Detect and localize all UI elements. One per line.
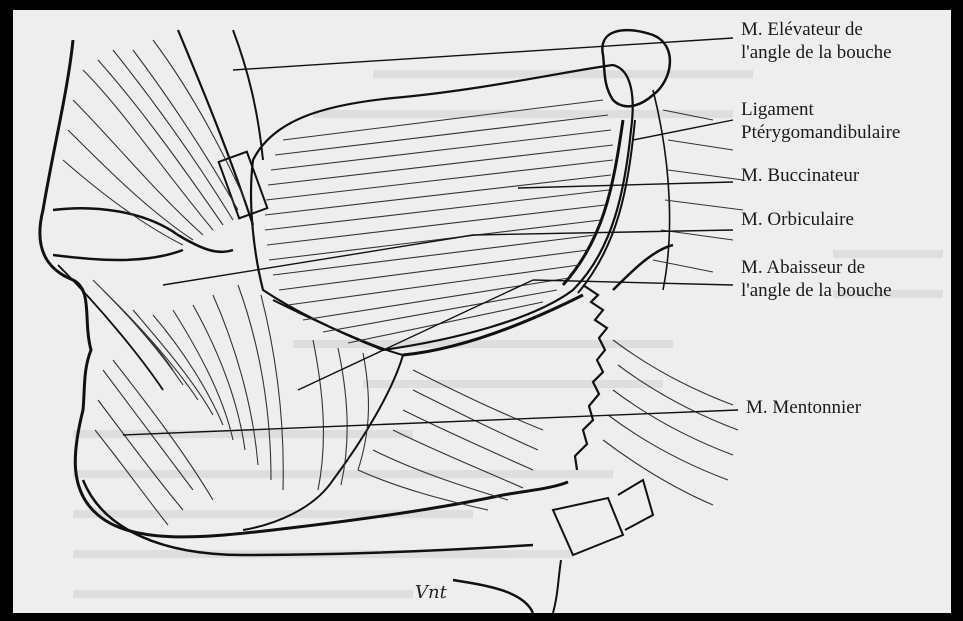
cut-muscle-block xyxy=(553,498,623,555)
label-abaisseur-line2: l'angle de la bouche xyxy=(741,279,892,302)
coronoid-bulb xyxy=(602,30,670,106)
upper-lip xyxy=(53,208,233,252)
lower-lip xyxy=(53,250,183,260)
label-elevateur-line2: l'angle de la bouche xyxy=(741,41,892,64)
label-buccinateur: M. Buccinateur xyxy=(741,164,859,187)
jagged-cut xyxy=(575,285,607,470)
neck-line xyxy=(453,580,533,613)
label-elevateur: M. Elévateur de l'angle de la bouche xyxy=(741,18,892,64)
label-ligament: Ligament Ptérygomandibulaire xyxy=(741,98,900,144)
label-ligament-line2: Ptérygomandibulaire xyxy=(741,121,900,144)
label-elevateur-line1: M. Elévateur de xyxy=(741,18,892,41)
ligament-band xyxy=(563,120,623,285)
leader-lines xyxy=(123,38,738,435)
bleed-through-text xyxy=(73,70,943,598)
label-abaisseur-line1: M. Abaisseur de xyxy=(741,256,892,279)
label-ligament-line1: Ligament xyxy=(741,98,900,121)
label-mentonnier: M. Mentonnier xyxy=(746,396,861,419)
label-orbiculaire: M. Orbiculaire xyxy=(741,208,854,231)
buccinator-outline xyxy=(251,65,633,350)
artist-signature: Vnt xyxy=(415,582,447,603)
elevator-strip xyxy=(178,30,253,225)
illustration-frame: M. Elévateur de l'angle de la bouche Lig… xyxy=(13,10,951,613)
label-abaisseur: M. Abaisseur de l'angle de la bouche xyxy=(741,256,892,302)
